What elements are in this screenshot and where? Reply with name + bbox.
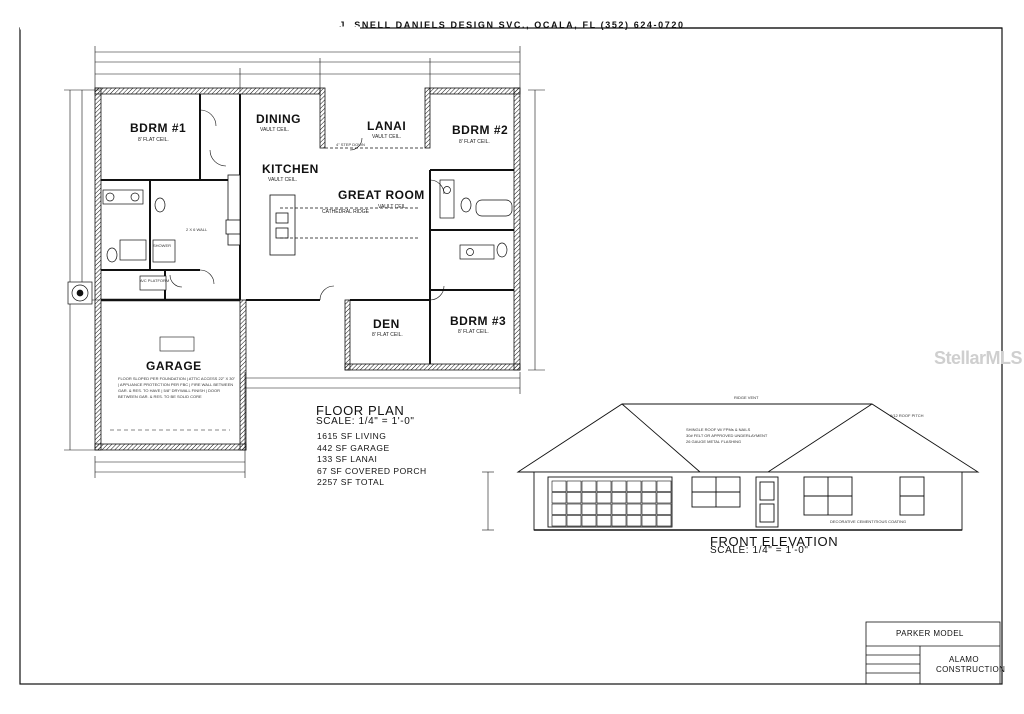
sheet-border — [19, 27, 1003, 685]
ridge-vent-note: RIDGE VENT — [734, 395, 759, 400]
garage-door — [110, 336, 230, 431]
right-dimensions — [528, 89, 545, 371]
garage-door-panel — [551, 492, 567, 504]
garage-door-panel — [611, 480, 627, 492]
ac-platform-note: A/C PLATFORM — [140, 278, 170, 283]
room-dining-ceiling: VAULT CEIL. — [260, 127, 290, 133]
bath-fixtures-right — [439, 179, 513, 260]
exterior-equipment — [67, 275, 240, 305]
room-bdrm2-label: BDRM #2 — [452, 123, 509, 137]
garage-door-panel — [551, 503, 567, 515]
exterior-walls — [94, 87, 521, 451]
elevation-scale: SCALE: 1/4" = 1'-0" — [710, 545, 809, 556]
designer-header: J. SNELL DANIELS DESIGN SVC., OCALA, FL … — [339, 20, 685, 30]
area-stat: 2257 SF TOTAL — [317, 477, 385, 487]
garage-door-panel — [596, 503, 612, 515]
room-lanai-label: LANAI — [367, 119, 407, 133]
roof-pitch-note: 6/12 ROOF PITCH — [890, 413, 924, 418]
garage-door-panel — [656, 492, 672, 504]
floor-plan-title: FLOOR PLAN — [316, 403, 405, 418]
garage-door-panel — [641, 492, 657, 504]
title-block — [865, 621, 1001, 685]
garage-door-panel — [656, 503, 672, 515]
area-stat: 442 SF GARAGE — [317, 442, 390, 453]
garage-door-panel — [596, 492, 612, 504]
room-den-ceiling: 8' FLAT CEIL. — [372, 332, 403, 338]
cathedral-ridge-note: CATHEDRAL RIDGE — [322, 209, 369, 215]
elevation-title: FRONT ELEVATION — [710, 534, 839, 549]
garage-door-panel — [611, 503, 627, 515]
garage-door-panels — [551, 480, 672, 527]
garage-door-panel — [641, 503, 657, 515]
area-stat: 1615 SF LIVING — [317, 431, 387, 441]
area-stats: 1615 SF LIVING 442 SF GARAGE 133 SF LANA… — [317, 432, 427, 487]
garage-door-panel — [596, 515, 612, 527]
floor-plan-scale: SCALE: 1/4" = 1'-0" — [316, 416, 415, 427]
garage-door-panel — [551, 480, 567, 492]
garage-door-panel — [551, 515, 567, 527]
room-bdrm3-label: BDRM #3 — [450, 314, 507, 328]
garage-door-panel — [566, 480, 582, 492]
room-lanai-ceiling: VAULT CEIL. — [372, 134, 402, 140]
area-stat: 67 SF COVERED PORCH — [317, 465, 427, 476]
model-name: PARKER MODEL — [896, 629, 964, 638]
coating-note: DECORATIVE CEMENTITIOUS COATING — [830, 519, 907, 524]
room-den-label: DEN — [373, 317, 400, 331]
flashing-note: 26 GAUGE METAL FLASHING — [686, 439, 742, 444]
garage-door-panel — [566, 515, 582, 527]
room-dining-label: DINING — [256, 112, 301, 126]
step-down-note: 4" STEP DOWN — [336, 142, 365, 147]
shingle-note: SHINGLE ROOF W/ FPMs & NAILS — [686, 427, 751, 432]
garage-door-panel — [626, 492, 642, 504]
garage-door-panel — [581, 515, 597, 527]
garage-door-panel — [611, 515, 627, 527]
left-dimensions — [64, 89, 100, 451]
room-bdrm1-label: BDRM #1 — [130, 121, 187, 135]
room-bdrm3-ceiling: 8' FLAT CEIL. — [458, 329, 489, 335]
garage-door-panel — [566, 503, 582, 515]
bath-fixtures-left — [102, 189, 176, 263]
garage-door-panel — [626, 503, 642, 515]
room-kitchen-ceiling: VAULT CEIL. — [268, 177, 298, 183]
builder-name: ALAMO CONSTRUCTION — [936, 655, 1006, 674]
garage-door-panel — [626, 480, 642, 492]
garage-notes: FLOOR SLOPED PER FOUNDATION | ATTIC ACCE… — [118, 376, 236, 399]
shower-note: SHOWER — [153, 243, 171, 248]
room-bdrm1-ceiling: 8' FLAT CEIL. — [138, 137, 169, 143]
garage-door-panel — [596, 480, 612, 492]
garage-door-panel — [656, 515, 672, 527]
door-swings — [169, 109, 445, 301]
room-garage-label: GARAGE — [146, 359, 202, 373]
garage-door-panel — [656, 480, 672, 492]
mls-watermark: StellarMLS — [933, 348, 1023, 368]
garage-door-panel — [566, 492, 582, 504]
garage-door-panel — [641, 515, 657, 527]
kitchen-fixtures — [225, 174, 420, 256]
area-stat: 133 SF LANAI — [317, 454, 378, 464]
garage-door-panel — [581, 503, 597, 515]
garage-door-panel — [581, 492, 597, 504]
garage-door-panel — [581, 480, 597, 492]
room-bdrm2-ceiling: 8' FLAT CEIL. — [459, 139, 490, 145]
top-dimensions — [94, 46, 521, 92]
room-great-room-label: GREAT ROOM — [338, 188, 425, 202]
wall-note: 2 X 6 WALL — [186, 227, 208, 232]
felt-note: 30# FELT OR APPROVED UNDERLAYMENT — [686, 433, 768, 438]
garage-door-panel — [641, 480, 657, 492]
room-great-room-ceiling: VAULT CEIL. — [378, 204, 408, 210]
room-kitchen-label: KITCHEN — [262, 162, 319, 176]
garage-door-panel — [611, 492, 627, 504]
garage-door-panel — [626, 515, 642, 527]
